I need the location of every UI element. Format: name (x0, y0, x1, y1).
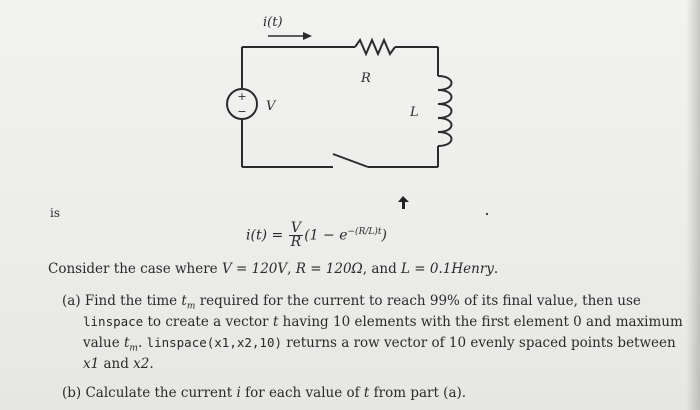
part-a-text-3: to create a vector (143, 314, 273, 330)
page-shadow (686, 0, 700, 410)
part-a-text-8: and (99, 356, 134, 372)
part-a-text-7: returns a row vector of 10 evenly spaced… (282, 335, 676, 351)
consider-sep-2: , and (362, 261, 402, 277)
consider-sep-1: , (287, 261, 296, 277)
current-arrow-head (303, 32, 312, 40)
resistor-symbol (354, 37, 396, 57)
formula-lhs: i(t) = (246, 227, 284, 244)
t-symbol-2: t (363, 385, 370, 401)
formula-rhs-open: (1 − e (304, 227, 348, 244)
tm-symbol-2: t (123, 335, 130, 351)
part-a-text-6: . (137, 335, 147, 351)
voltage-value: V = 120V (221, 261, 288, 277)
speck-dot (485, 212, 489, 216)
t-symbol: t (272, 314, 279, 330)
part-a-line-4: x1 and x2. (83, 355, 154, 373)
current-formula: i(t) = V R (1 − e−(R/L)t) (246, 221, 387, 250)
x2-symbol: x2 (133, 356, 150, 372)
part-a-line-1: (a) Find the time tm required for the cu… (62, 292, 641, 316)
current-label: i(t) (263, 15, 283, 30)
part-a-text-2: required for the current to reach 99% of… (195, 293, 641, 309)
source-label: V (266, 99, 277, 114)
source-minus-sign: − (237, 105, 246, 118)
part-b-text-2: for each value of (240, 385, 364, 401)
tm-symbol: t (181, 293, 187, 309)
i-symbol: i (236, 385, 241, 401)
intro-word: is (50, 206, 60, 220)
part-b-line: (b) Calculate the current i for each val… (62, 384, 466, 402)
rl-circuit-diagram: i(t) R L V + − (226, 15, 489, 216)
part-a-line-2: linspace to create a vector t having 10 … (83, 313, 683, 331)
tm-subscript-2: m (129, 343, 138, 354)
consider-line: Consider the case where V = 120V, R = 12… (48, 260, 498, 278)
consider-end: . (493, 261, 499, 277)
x1-symbol: x1 (83, 356, 100, 372)
part-b-text-1: (b) Calculate the current (62, 385, 237, 401)
formula-exponent: −(R/L)t (347, 226, 382, 237)
source-plus-sign: + (237, 90, 246, 103)
resistor-label: R (360, 71, 371, 86)
inductor-symbol (437, 75, 453, 147)
consider-text: Consider the case where (48, 261, 222, 277)
part-a-text-5: value (83, 335, 124, 351)
formula-fraction: V R (288, 221, 304, 250)
formula-denominator: R (290, 234, 302, 250)
resistance-value: R = 120Ω (295, 261, 363, 277)
linspace-code: linspace (83, 314, 144, 329)
formula-numerator: V (288, 221, 304, 236)
part-a-text-4: having 10 elements with the first elemen… (278, 314, 683, 330)
part-a-text-1: (a) Find the time (62, 293, 182, 309)
part-b-text-3: from part (a). (369, 385, 467, 401)
inductor-label: L (409, 105, 419, 120)
switch-blade (332, 153, 369, 168)
part-a-text-9: . (149, 356, 154, 372)
cursor-arrow-icon (398, 196, 409, 209)
tm-subscript: m (186, 301, 196, 312)
formula-rhs-close: ) (381, 227, 387, 244)
inductance-value: L = 0.1Henry (401, 261, 494, 277)
linspace-call-code: linspace(x1,x2,10) (146, 335, 283, 350)
part-a-line-3: value tm. linspace(x1,x2,10) returns a r… (83, 334, 676, 358)
